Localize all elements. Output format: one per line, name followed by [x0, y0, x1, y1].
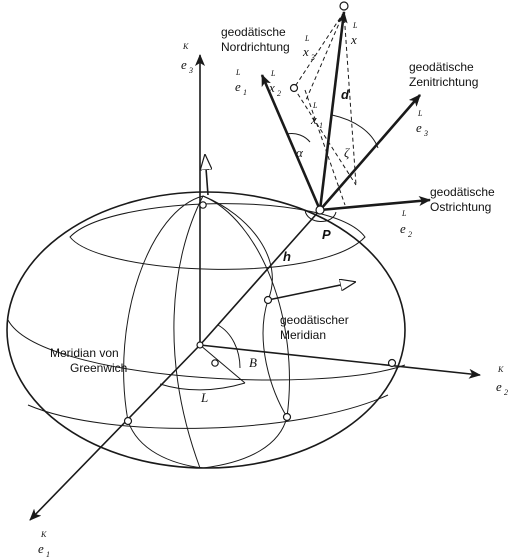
axis-x	[318, 11, 348, 211]
node-lower-right	[282, 412, 292, 422]
svg-text:3: 3	[310, 53, 315, 62]
vector-e2K: K e 2	[496, 365, 508, 397]
label-meridian-1: geodätischer	[280, 313, 349, 327]
node-foot	[263, 295, 273, 305]
node-top	[199, 201, 207, 209]
svg-text:e: e	[235, 79, 241, 94]
vector-e1K: K e 1	[38, 530, 50, 559]
svg-text:x: x	[268, 80, 275, 95]
proj-x3	[293, 11, 345, 89]
svg-text:e: e	[400, 221, 406, 236]
svg-text:e: e	[416, 120, 422, 135]
svg-text:1: 1	[46, 550, 50, 559]
symbol-h: h	[283, 249, 291, 264]
angle-zeta-arc	[331, 114, 379, 149]
equator	[7, 319, 406, 381]
svg-text:e: e	[496, 379, 502, 394]
label-greenwich-2: Greenwich	[70, 361, 127, 375]
svg-text:L: L	[401, 209, 407, 218]
svg-text:2: 2	[277, 89, 281, 98]
tangent-east-small	[267, 282, 355, 301]
node-foot-center	[211, 359, 219, 367]
proj-x2	[305, 11, 345, 101]
svg-text:L: L	[270, 69, 276, 78]
vector-x2L: L x 2	[268, 69, 281, 98]
node-lower-left	[123, 416, 133, 426]
svg-text:K: K	[497, 365, 504, 374]
meridian-geodetic	[202, 195, 288, 418]
label-nord-2: Nordrichtung	[221, 40, 290, 54]
svg-text:x: x	[350, 32, 357, 47]
label-meridian-2: Meridian	[280, 328, 326, 342]
svg-text:2: 2	[504, 388, 508, 397]
symbol-L: L	[200, 390, 208, 405]
svg-text:L: L	[312, 101, 318, 110]
node-center	[196, 341, 204, 349]
vector-e3L: L e 3	[416, 109, 428, 138]
label-ost-2: Ostrichtung	[430, 200, 491, 214]
svg-text:L: L	[235, 68, 241, 77]
svg-text:x: x	[302, 44, 309, 59]
proj-x1	[343, 11, 357, 186]
label-ost-1: geodätische	[430, 185, 495, 199]
label-greenwich-1: Meridian von	[50, 346, 119, 360]
axis-zenit	[319, 94, 421, 211]
symbol-P: P	[322, 227, 331, 242]
node-x-tip	[339, 1, 349, 11]
node-P	[315, 205, 325, 215]
svg-text:2: 2	[408, 230, 412, 239]
label-nord-1: geodätische	[221, 25, 286, 39]
svg-text:L: L	[417, 109, 423, 118]
angle-B-arc	[217, 324, 241, 369]
vector-e1L: L e 1	[235, 68, 247, 97]
axis-ost	[319, 196, 431, 212]
symbol-zeta: ζ	[344, 145, 350, 160]
axis-nord	[260, 74, 322, 211]
svg-text:L: L	[352, 21, 358, 30]
vector-e2L: L e 2	[400, 209, 412, 239]
projection-line	[199, 344, 246, 384]
svg-text:x: x	[310, 112, 317, 127]
vector-xL: L x	[350, 21, 358, 47]
vector-x1L: L x 1	[310, 101, 323, 130]
node-x-projection	[289, 83, 299, 93]
angle-L-arc	[159, 382, 246, 391]
ellipsoid-normal	[199, 209, 321, 346]
svg-text:K: K	[182, 42, 189, 51]
svg-text:1: 1	[243, 88, 247, 97]
meridian-front	[123, 195, 204, 469]
axis-e2K	[199, 344, 481, 379]
ellipsoid-outline	[6, 191, 406, 469]
axis-e3K-head	[205, 155, 208, 196]
svg-text:3: 3	[188, 66, 193, 75]
vector-x3L: L x 3	[302, 34, 315, 62]
meridian-greenwich	[173, 195, 204, 469]
proj-base	[293, 87, 357, 186]
angle-alpha-arc	[286, 133, 311, 143]
svg-text:1: 1	[319, 121, 323, 130]
axis-e1K	[29, 344, 201, 521]
svg-text:e: e	[38, 541, 44, 556]
svg-text:K: K	[40, 530, 47, 539]
angle-p-arc	[304, 209, 337, 222]
symbol-d: d	[341, 87, 350, 102]
svg-text:3: 3	[423, 129, 428, 138]
parallel-lower	[27, 394, 389, 429]
svg-text:L: L	[304, 34, 310, 43]
meridian-back	[202, 195, 290, 469]
label-zenit-1: geodätische	[409, 60, 474, 74]
label-zenit-2: Zenitrichtung	[409, 75, 478, 89]
symbol-alpha: α	[296, 145, 304, 160]
vector-e3K: K e 3	[181, 42, 193, 75]
node-east-equator	[387, 358, 397, 368]
svg-text:e: e	[181, 57, 187, 72]
proj-diag	[304, 89, 346, 206]
symbol-B: B	[249, 355, 257, 370]
